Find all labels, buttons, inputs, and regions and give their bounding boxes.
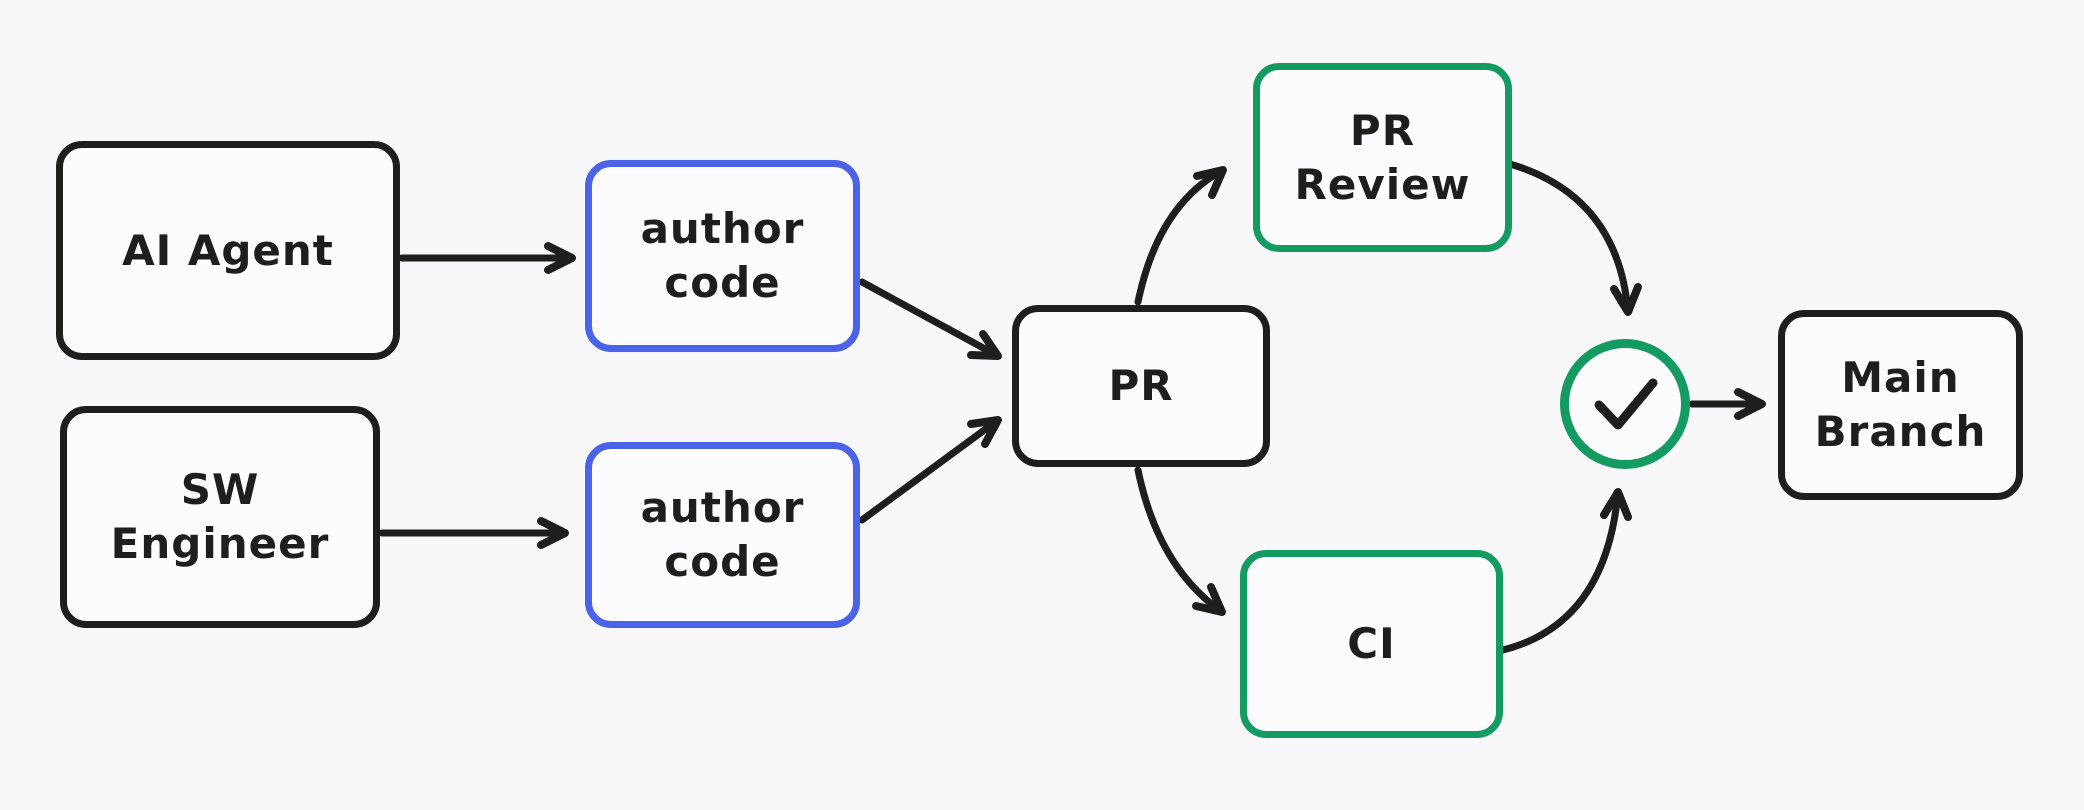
node-main-branch: Main Branch — [1778, 310, 2023, 500]
arrow-check-to-main-branch — [1688, 388, 1766, 420]
node-author-code-top-label: author code — [640, 204, 805, 307]
arrow-pr-to-ci — [1134, 466, 1226, 616]
arrow-author-code-bottom-to-pr — [858, 416, 1002, 524]
node-pr: PR — [1012, 305, 1270, 467]
node-author-code-bottom: author code — [585, 442, 860, 628]
check-icon — [1594, 378, 1658, 430]
node-pr-review: PR Review — [1253, 63, 1512, 252]
node-pr-label: PR — [1108, 361, 1174, 411]
node-approved-check — [1560, 339, 1690, 469]
arrow-pr-to-pr-review — [1134, 166, 1227, 306]
node-author-code-bottom-label: author code — [640, 483, 805, 586]
node-sw-engineer: SW Engineer — [60, 406, 380, 628]
node-pr-review-label: PR Review — [1294, 105, 1471, 209]
arrow-ai-agent-to-author-code — [398, 242, 576, 274]
node-ci: CI — [1240, 550, 1503, 738]
node-ai-agent: AI Agent — [56, 141, 400, 360]
node-ai-agent-label: AI Agent — [122, 225, 334, 275]
node-ci-label: CI — [1347, 619, 1396, 669]
node-sw-engineer-label: SW Engineer — [110, 465, 330, 568]
node-main-branch-label: Main Branch — [1814, 353, 1987, 456]
arrow-pr-review-to-check — [1506, 160, 1642, 316]
arrow-author-code-top-to-pr — [858, 278, 1002, 360]
node-author-code-top: author code — [585, 160, 860, 352]
arrow-sw-engineer-to-author-code — [378, 517, 569, 549]
arrow-ci-to-check — [1499, 488, 1632, 654]
